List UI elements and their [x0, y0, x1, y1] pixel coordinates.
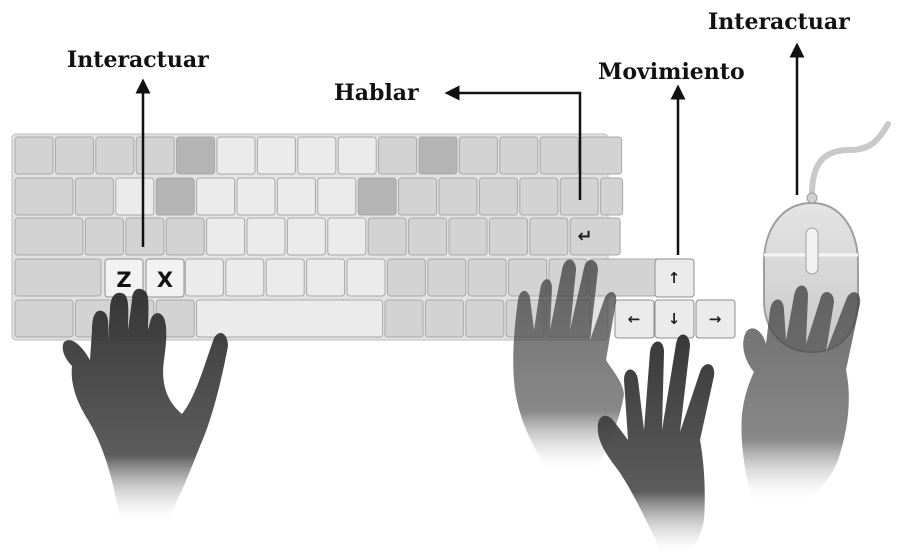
keyboard-key[interactable] [539, 136, 579, 175]
z-key-label: Z [116, 268, 131, 292]
keyboard-key[interactable] [115, 177, 155, 216]
keyboard-key[interactable] [600, 177, 624, 216]
interact-mouse-label: Interactuar [708, 9, 850, 35]
keyboard-key[interactable] [184, 258, 224, 297]
keyboard-key[interactable] [306, 258, 346, 297]
mouse-cable [809, 121, 891, 198]
keyboard-key[interactable] [246, 217, 286, 256]
keyboard-key[interactable] [367, 217, 407, 256]
interact-left-label: Interactuar [67, 47, 209, 73]
keyboard-key[interactable] [458, 136, 498, 175]
left-key[interactable] [614, 299, 655, 339]
keyboard-key[interactable] [317, 177, 357, 216]
keyboard-key[interactable] [84, 217, 124, 256]
enter-key-glyph: ↵ [577, 226, 592, 247]
keyboard-key[interactable] [216, 136, 256, 175]
keyboard-key[interactable] [519, 177, 559, 216]
keyboard-key[interactable] [14, 217, 84, 256]
keyboard-key[interactable] [276, 177, 316, 216]
keyboard-key[interactable] [54, 136, 94, 175]
keyboard-key[interactable] [176, 136, 216, 175]
keyboard-key[interactable] [165, 217, 205, 256]
keyboard-key[interactable] [378, 136, 418, 175]
arrow-keys: ↑ ← ↓ → [614, 258, 736, 339]
keyboard-key[interactable] [398, 177, 438, 216]
keyboard-key[interactable] [386, 258, 426, 297]
keyboard-key[interactable] [569, 217, 621, 256]
keyboard-key[interactable] [155, 177, 195, 216]
keyboard-key[interactable] [196, 299, 384, 338]
down-key[interactable] [654, 299, 695, 339]
keyboard-key[interactable] [95, 136, 135, 175]
talk-arrow [444, 85, 582, 200]
up-key-label: ↑ [668, 269, 681, 287]
keyboard-key[interactable] [427, 258, 467, 297]
mouse-hand-icon [741, 285, 861, 500]
keyboard-key[interactable] [196, 177, 236, 216]
keyboard-key[interactable] [418, 136, 458, 175]
right-key[interactable] [695, 299, 736, 339]
keyboard-key[interactable] [236, 177, 276, 216]
left-hand-icon [62, 288, 229, 520]
keyboard-key[interactable] [529, 217, 569, 256]
x-key-label: X [157, 268, 173, 292]
keyboard-key[interactable] [346, 258, 386, 297]
keyboard-key[interactable] [357, 177, 397, 216]
right-hand-arrows-icon [597, 334, 715, 553]
highlighted-keys: Z X ↵ [104, 226, 593, 298]
x-key[interactable] [145, 258, 185, 298]
left-key-label: ← [628, 310, 641, 328]
keyboard-key[interactable] [499, 136, 539, 175]
keyboard-key[interactable] [74, 177, 114, 216]
keyboard-key[interactable] [448, 217, 488, 256]
keyboard-key[interactable] [14, 299, 74, 338]
keyboard-key[interactable] [424, 299, 464, 338]
keyboard-key[interactable] [384, 299, 424, 338]
mouse-wheel[interactable] [805, 227, 819, 275]
keyboard-key[interactable] [337, 136, 377, 175]
keyboard-key[interactable] [14, 136, 54, 175]
keyboard-key[interactable] [14, 177, 74, 216]
keyboard-key[interactable] [206, 217, 246, 256]
keyboard-key[interactable] [488, 217, 528, 256]
keyboard-key[interactable] [125, 217, 165, 256]
keyboard-key[interactable] [135, 136, 175, 175]
keyboard-key[interactable] [408, 217, 448, 256]
annotation-arrows [135, 42, 805, 255]
keyboard-key[interactable] [438, 177, 478, 216]
mouse [763, 121, 891, 354]
keyboard-key[interactable] [327, 217, 367, 256]
talk-label: Hablar [334, 80, 419, 106]
up-key[interactable] [654, 258, 695, 298]
down-key-label: ↓ [668, 310, 681, 328]
keyboard-key[interactable] [14, 258, 102, 297]
right-hand-icon [513, 259, 624, 470]
keyboard-key[interactable] [580, 136, 623, 175]
keyboard-key[interactable] [297, 136, 337, 175]
movement-label: Movimiento [598, 59, 745, 85]
right-key-label: → [709, 310, 722, 328]
keyboard-key[interactable] [467, 258, 507, 297]
keyboard-key[interactable] [265, 258, 305, 297]
keyboard-key[interactable] [225, 258, 265, 297]
keyboard-key[interactable] [478, 177, 518, 216]
keyboard-key[interactable] [256, 136, 296, 175]
keyboard-key[interactable] [286, 217, 326, 256]
keyboard-key[interactable] [465, 299, 505, 338]
